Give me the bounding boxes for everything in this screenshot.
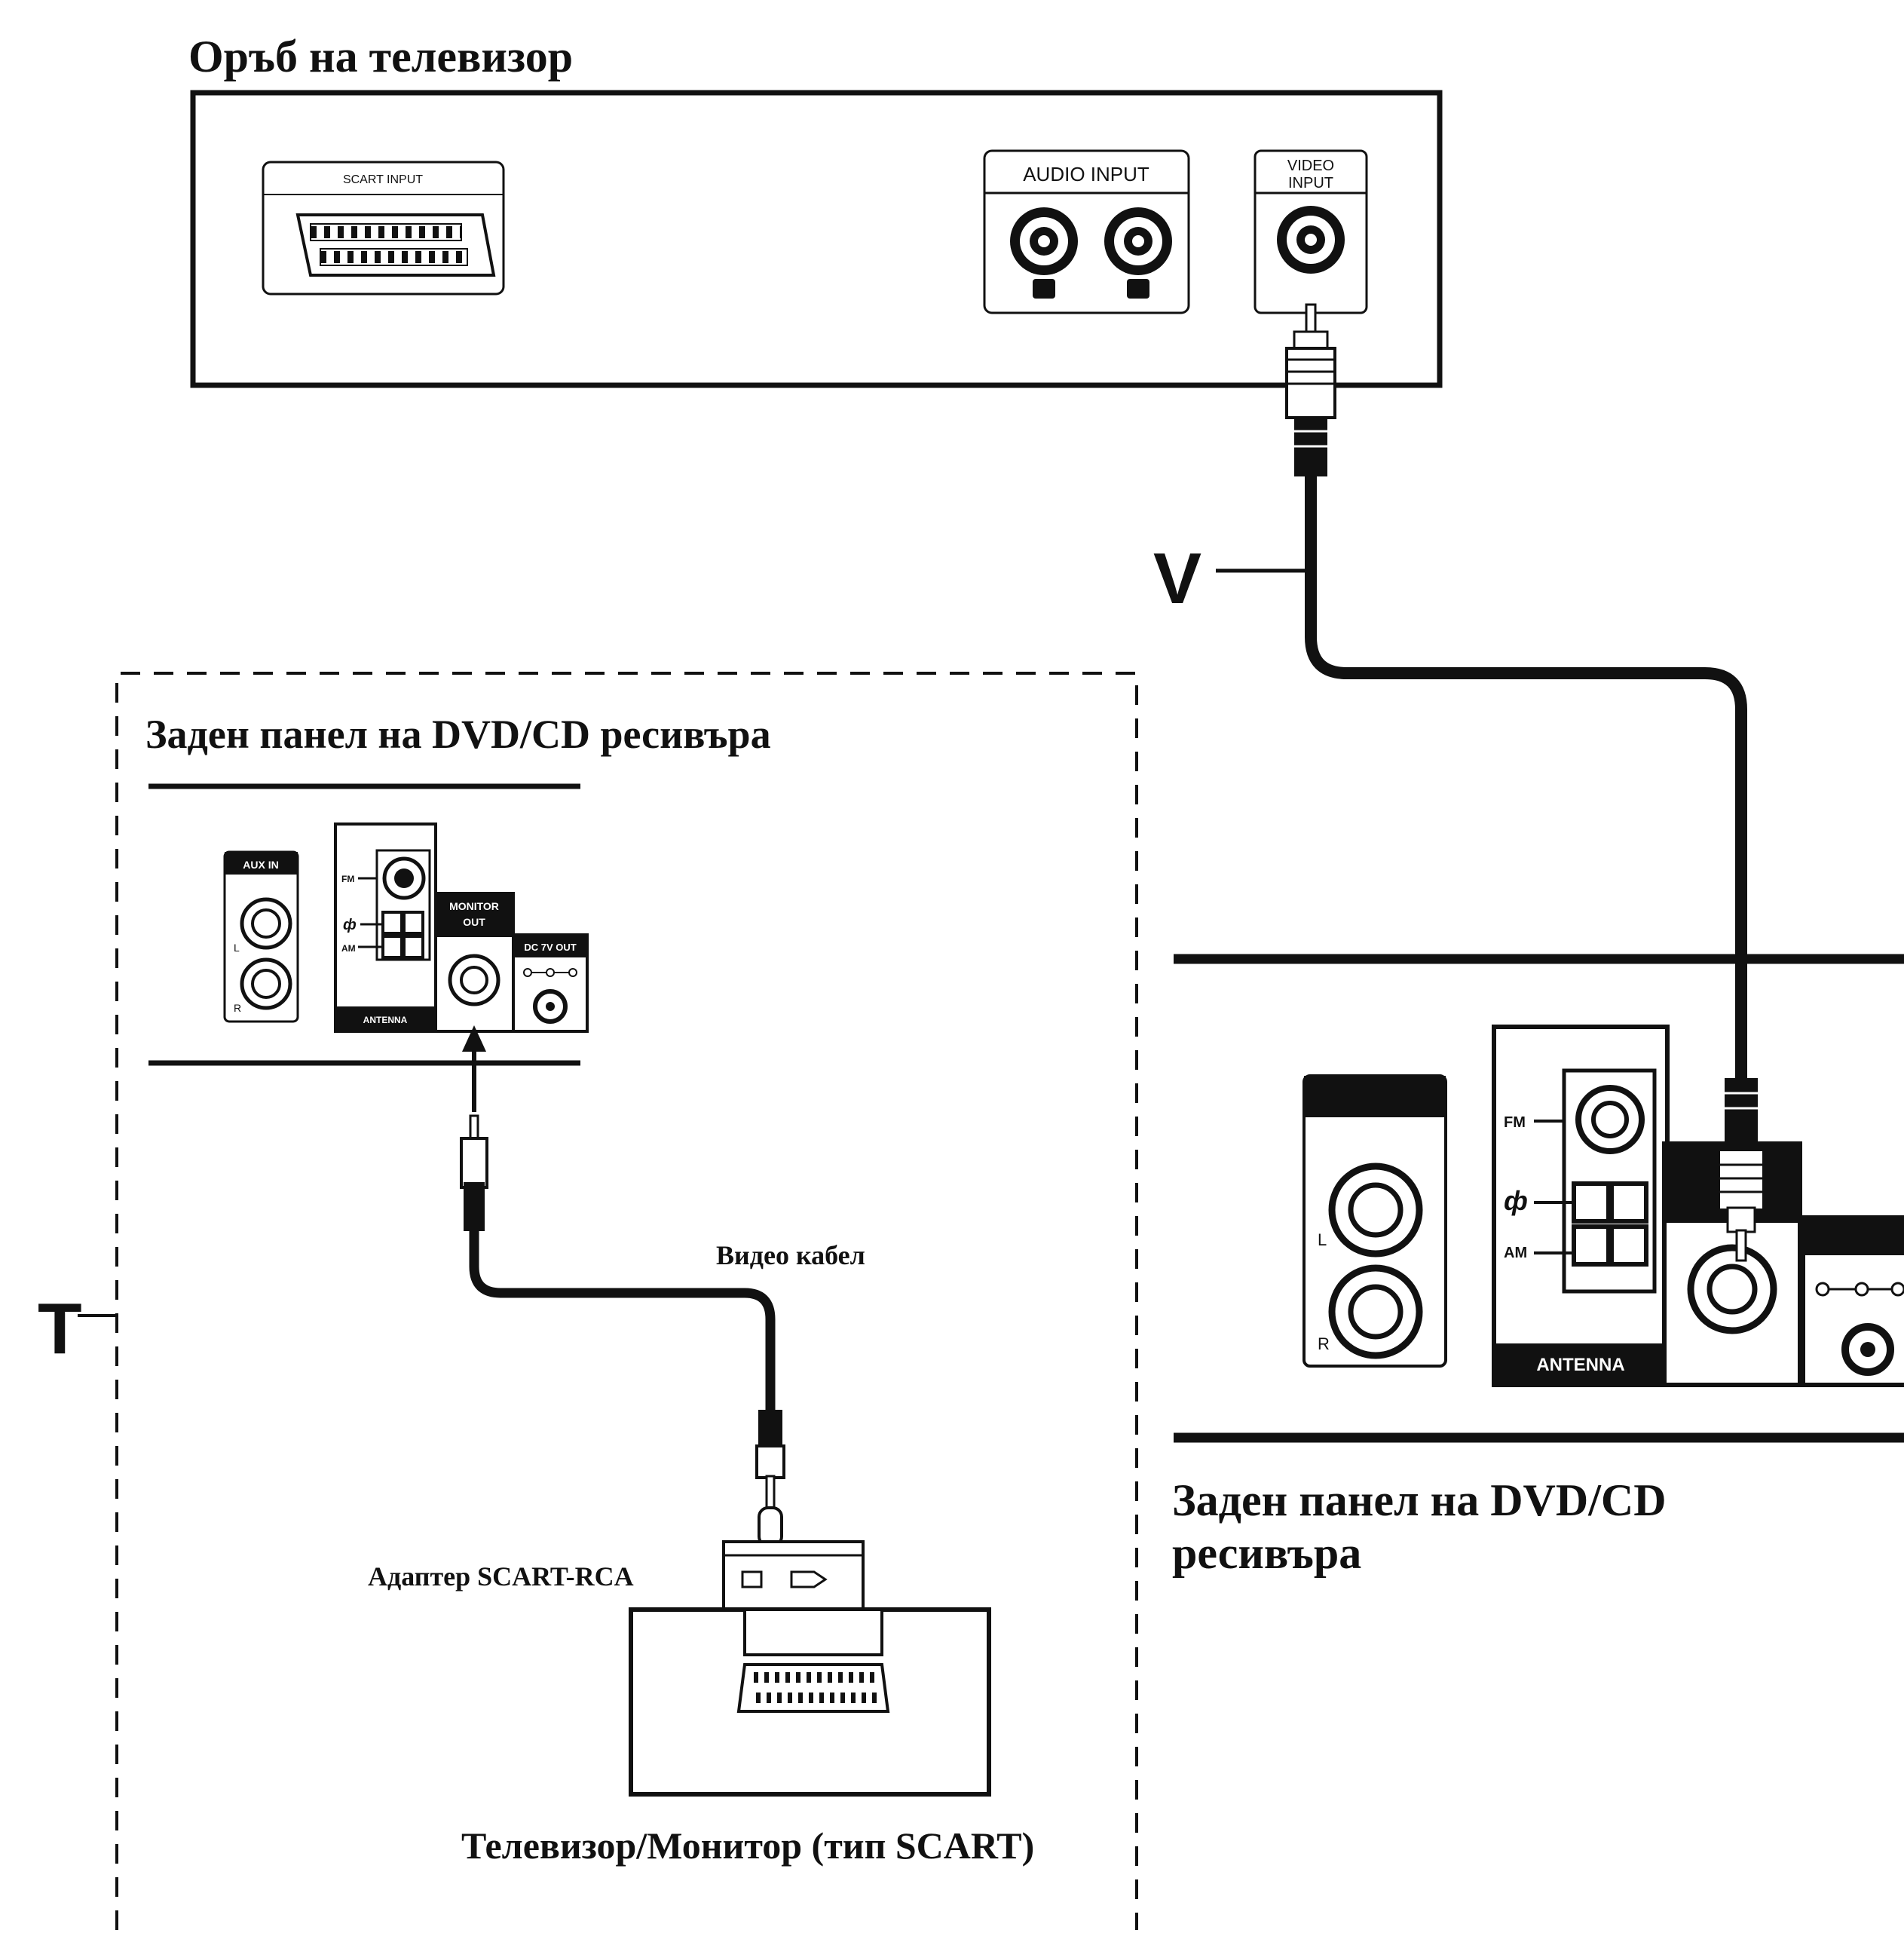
tv-audio-input: AUDIO INPUT — [983, 149, 1190, 314]
mini-r-label: R — [234, 1002, 241, 1014]
mini-monitor-label-line2: OUT — [463, 916, 485, 928]
mini-monitor-out: MONITOR OUT — [434, 892, 515, 1033]
receiver-antenna-label: ANTENNA — [1536, 1355, 1624, 1375]
tv-video-label-line1: VIDEO — [1287, 158, 1334, 174]
cable-label: Видео кабел — [716, 1240, 865, 1270]
receiver-title-line2: ресивъра — [1172, 1528, 1361, 1578]
video-cable-v — [1305, 467, 1747, 1086]
receiver-aux-in: L R — [1302, 1074, 1447, 1368]
tv-monitor-label: Телевизор/Монитор (тип SCART) — [461, 1824, 1034, 1867]
scart-pins-icon — [310, 223, 468, 266]
rca-plug-top — [1285, 303, 1336, 476]
rca-plug-bottom — [1717, 1078, 1765, 1262]
mini-am-label: AM — [341, 943, 356, 954]
receiver-dc-out — [1801, 1215, 1904, 1387]
tv-audio-label: AUDIO INPUT — [1023, 163, 1149, 185]
receiver-l-label: L — [1318, 1230, 1327, 1249]
callout-t: T — [38, 1288, 82, 1369]
mini-antenna: FM ф AM ANTENNA — [334, 823, 437, 1033]
mini-aux-label: AUX IN — [243, 859, 278, 871]
receiver-am-label: AM — [1504, 1245, 1527, 1261]
receiver-title-line1: Заден панел на DVD/CD — [1172, 1475, 1667, 1525]
tv-monitor-scart — [629, 1607, 991, 1797]
callout-v: V — [1153, 538, 1201, 619]
receiver-fm-label: FM — [1504, 1114, 1526, 1131]
ground-icon: ф — [343, 917, 357, 933]
mini-antenna-label: ANTENNA — [363, 1015, 408, 1025]
tv-section-title: Оръб на телевизор — [188, 32, 573, 81]
mini-fm-label: FM — [341, 874, 354, 884]
mini-dc-label: DC 7V OUT — [524, 942, 576, 953]
receiver-antenna: FM ф AM ANTENNA — [1492, 1025, 1670, 1387]
mini-l-label: L — [234, 942, 240, 954]
rca-jack-icon — [1277, 206, 1345, 274]
adapter-label: Адаптер SCART-RCA — [368, 1561, 634, 1591]
scart-rca-adapter — [722, 1506, 865, 1611]
rca-jack-icon — [1104, 207, 1172, 275]
mini-monitor-label-line1: MONITOR — [449, 900, 499, 912]
receiver-r-label: R — [1318, 1334, 1330, 1353]
inset-box — [115, 672, 1138, 1930]
mini-aux-in: AUX IN L R — [223, 850, 299, 1023]
tv-scart-label: SCART INPUT — [343, 173, 423, 186]
tv-scart-input: SCART INPUT — [262, 161, 505, 296]
arrow-up-icon — [462, 1025, 486, 1112]
tv-video-input: VIDEO INPUT — [1254, 149, 1368, 314]
video-cable-small — [460, 1114, 785, 1512]
tv-video-label-line2: INPUT — [1288, 175, 1333, 191]
rca-jack-icon — [1010, 207, 1078, 275]
inset-title: Заден панел на DVD/CD ресивъра — [145, 712, 771, 757]
mini-dc-out: DC 7V OUT — [512, 933, 589, 1033]
ground-icon: ф — [1504, 1185, 1528, 1216]
